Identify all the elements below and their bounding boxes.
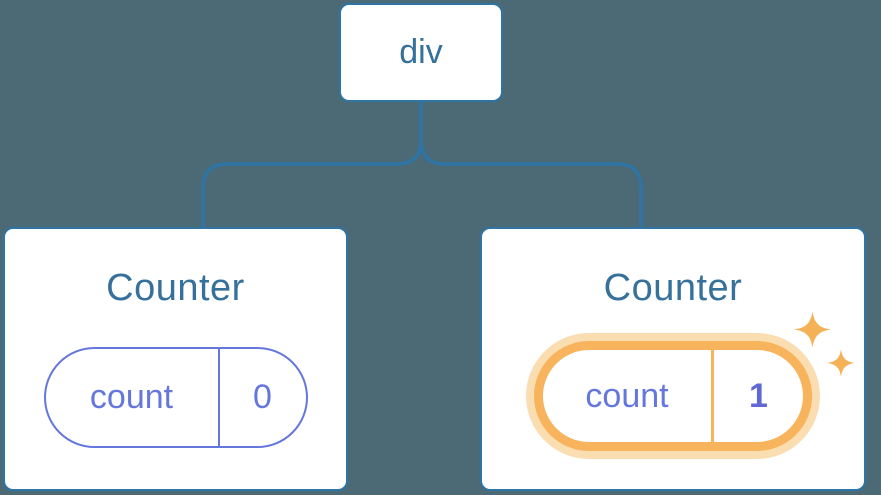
component-title-left: Counter (106, 267, 245, 309)
root-node-div: div (339, 3, 503, 102)
state-value-left: 0 (253, 378, 272, 416)
counter-card-left: Counter count 0 (3, 227, 348, 491)
connector-right-branch (419, 102, 643, 227)
state-key-left: count (89, 378, 174, 416)
connector-left-branch (201, 102, 423, 227)
sparkles-icon (794, 311, 855, 377)
root-node-label: div (399, 33, 443, 71)
component-title-right: Counter (603, 267, 743, 309)
pill-divider-right (711, 350, 714, 442)
state-pill-left: count 0 (43, 347, 308, 448)
counter-card-right: Counter count 1 (480, 227, 866, 491)
state-value-right: 1 (749, 376, 768, 415)
state-pill-right-highlighted: count 1 (534, 341, 812, 451)
state-key-right: count (585, 376, 669, 415)
pill-divider-left (217, 349, 220, 446)
